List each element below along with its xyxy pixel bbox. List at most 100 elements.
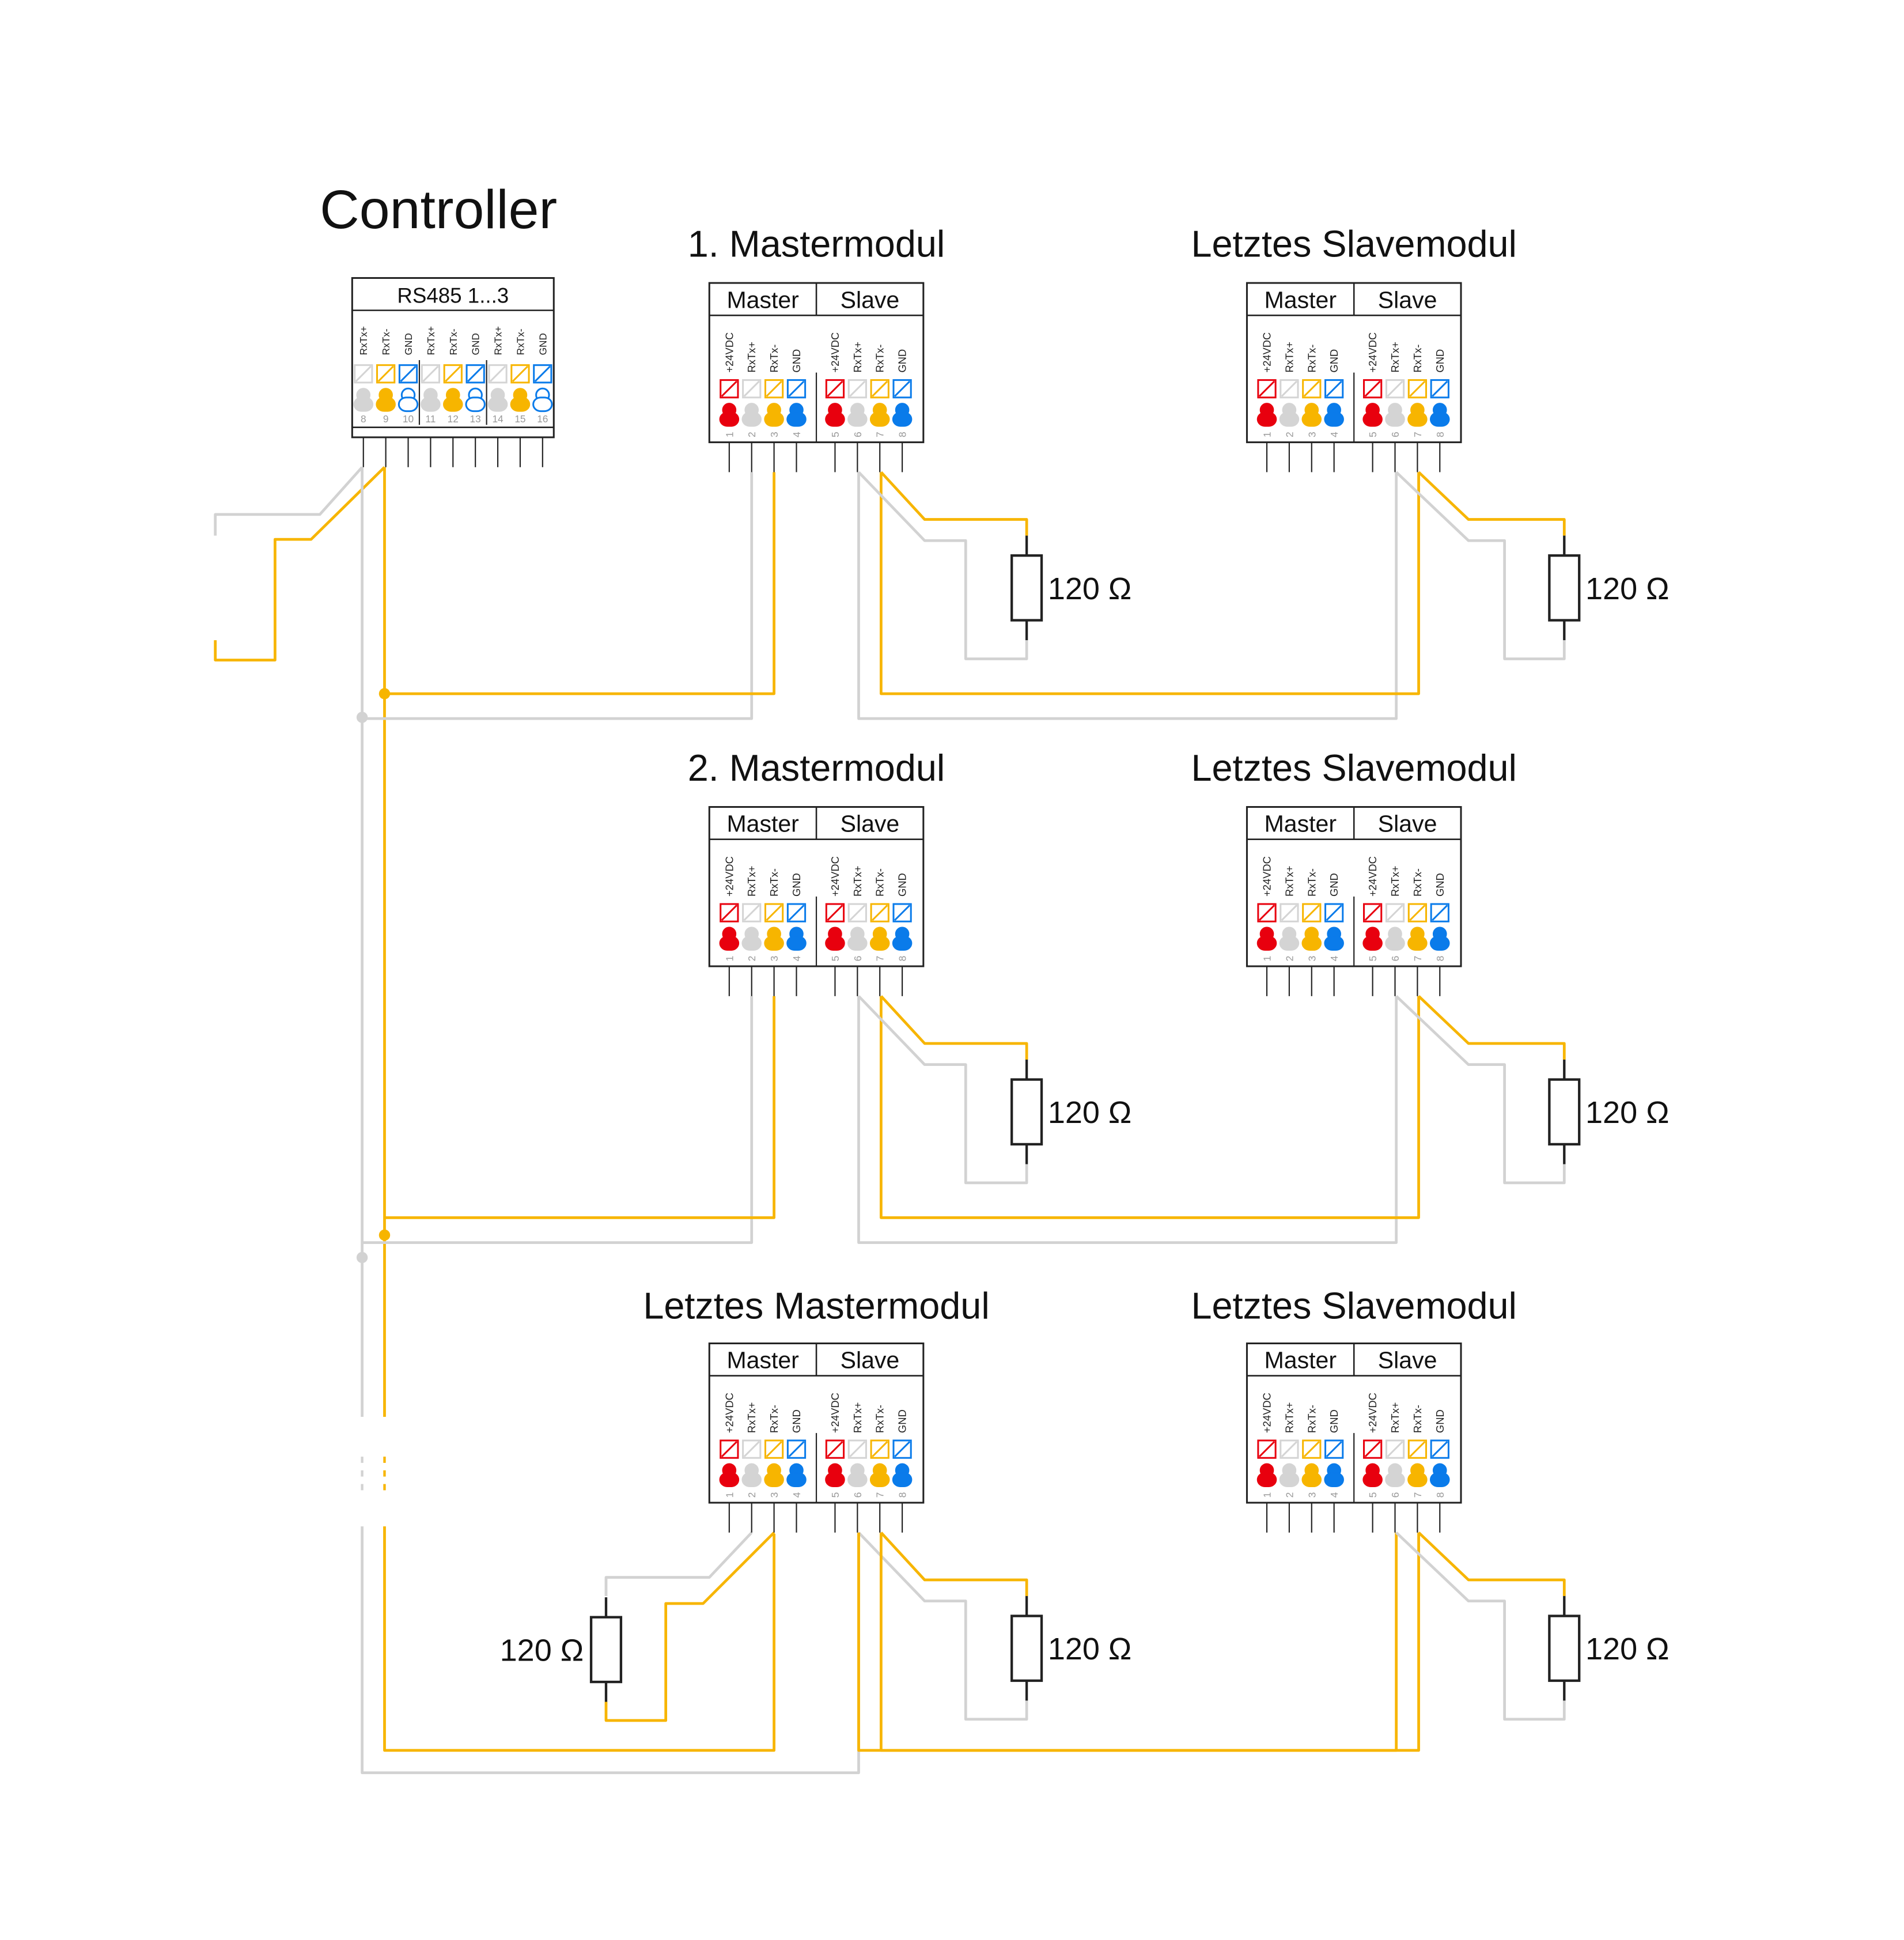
terminal-blob-base [1385, 1472, 1405, 1488]
terminal-blob-base [869, 936, 890, 951]
resistor-label: 120 Ω [1048, 1095, 1131, 1130]
resistor-body [1010, 1078, 1043, 1146]
resistor-body [1010, 1614, 1043, 1682]
resistor-120-ohm: 120 Ω [1010, 1596, 1131, 1701]
module-terminal [892, 1439, 913, 1488]
module-pin-label: GND [1328, 873, 1340, 897]
terminal-blob-base [487, 396, 508, 412]
controller-pin-number: 16 [537, 413, 548, 425]
module-terminal [764, 379, 784, 427]
module-terminal [1324, 379, 1344, 427]
module-pin-number: 4 [791, 432, 803, 437]
controller-terminal [510, 364, 531, 412]
module-pin-number: 1 [1261, 956, 1273, 962]
terminal-blob-base [1324, 1472, 1344, 1488]
module-pin-label: RxTx- [1305, 868, 1318, 897]
module-master-label: Master [1265, 811, 1337, 837]
terminal-blob-base [353, 396, 374, 412]
module-terminal [1362, 1439, 1383, 1488]
terminal-screw-slash [894, 1441, 911, 1458]
module-title: 1. Mastermodul [688, 223, 945, 265]
terminal-blob-base [1256, 936, 1277, 951]
terminal-blob-base [1256, 411, 1277, 427]
terminal-blob-base [1385, 936, 1405, 951]
terminal-screw-slash [827, 905, 843, 921]
wire-yellow-slave-chain-b [879, 1532, 1420, 1752]
module-terminal [1301, 379, 1322, 427]
wire-gray-slave-chain [857, 996, 1398, 1244]
module-pin-number: 7 [1412, 432, 1424, 437]
module-pin-number: 4 [1328, 432, 1340, 437]
module-pin-label: +24VDC [1260, 332, 1273, 373]
terminal-blob-base [719, 936, 740, 951]
controller-pin-number: 13 [470, 413, 481, 425]
terminal-screw-slash [766, 1441, 782, 1458]
module-terminal [1385, 903, 1405, 951]
wire-gray-resistor-b [1395, 471, 1566, 660]
controller-pin-number: 11 [425, 413, 436, 425]
wires [214, 466, 1566, 1775]
module-pin-label: RxTx+ [851, 342, 864, 373]
module-slave-label: Slave [1378, 811, 1437, 837]
module-pin-number: 1 [724, 956, 735, 962]
terminal-blob-base [1429, 1472, 1450, 1488]
terminal-screw-slash [788, 380, 805, 397]
module-pin-number: 1 [1261, 432, 1273, 437]
resistor-120-ohm: 120 Ω [1548, 535, 1669, 641]
module-terminal [869, 379, 890, 427]
terminal-screw-slash [849, 1441, 866, 1458]
terminal-screw-slash [766, 905, 782, 921]
controller-pin-number: 9 [383, 413, 389, 425]
module-pin-number: 3 [1306, 956, 1318, 962]
module-terminal [1429, 903, 1450, 951]
module-terminal [1407, 1439, 1428, 1488]
module-pin-number: 6 [1390, 956, 1401, 962]
module-pin-number: 5 [1367, 956, 1379, 962]
terminal-blob-base [869, 411, 890, 427]
wire-yellow-resistor-a [880, 1531, 1028, 1597]
module-terminal [764, 903, 784, 951]
terminal-screw-slash [721, 1441, 737, 1458]
module-title: Letztes Slavemodul [1191, 223, 1517, 265]
module-terminal [741, 903, 762, 951]
module-terminal [847, 903, 868, 951]
controller-terminal [487, 364, 508, 412]
controller-terminal [376, 364, 396, 412]
module-pin-number: 6 [852, 956, 864, 962]
resistor-body [589, 1616, 623, 1684]
module-pin-label: GND [896, 873, 909, 897]
terminal-blob-base [786, 1472, 807, 1488]
terminal-screw-slash [1409, 1441, 1426, 1458]
controller-terminal [421, 364, 441, 412]
terminal-screw-slash [743, 380, 760, 397]
module-pin-label: +24VDC [723, 332, 735, 373]
wire-yellow-resistor-a [880, 471, 1028, 536]
resistor-120-ohm: 120 Ω [1548, 1060, 1669, 1164]
module-pin-number: 8 [1434, 1492, 1446, 1498]
terminal-blob-base [1429, 936, 1450, 951]
terminal-screw-slash [1364, 380, 1381, 397]
module-pin-number: 2 [1284, 956, 1295, 962]
resistor-120-ohm: 120 Ω [1010, 535, 1131, 641]
module-terminal [1301, 903, 1322, 951]
terminal-blob-base [719, 1472, 740, 1488]
terminal-screw-slash [400, 365, 417, 382]
terminal-blob-base [892, 1472, 913, 1488]
terminal-blob-base [741, 936, 762, 951]
terminal-blob-base [465, 396, 486, 413]
module-terminal [1385, 379, 1405, 427]
module-pin-label: RxTx- [874, 1405, 886, 1433]
module-terminal [1429, 379, 1450, 427]
terminal-screw-slash [827, 1441, 843, 1458]
module-pin-label: +24VDC [829, 856, 841, 897]
module-pin-label: RxTx- [768, 345, 780, 373]
module-terminal [1362, 903, 1383, 951]
terminal-blob-base [869, 1472, 890, 1488]
module-terminal [786, 903, 807, 951]
wire-yellow-resistor-b [1417, 1531, 1566, 1597]
module-pin-number: 6 [1390, 432, 1401, 437]
module-pin-number: 8 [897, 432, 909, 437]
